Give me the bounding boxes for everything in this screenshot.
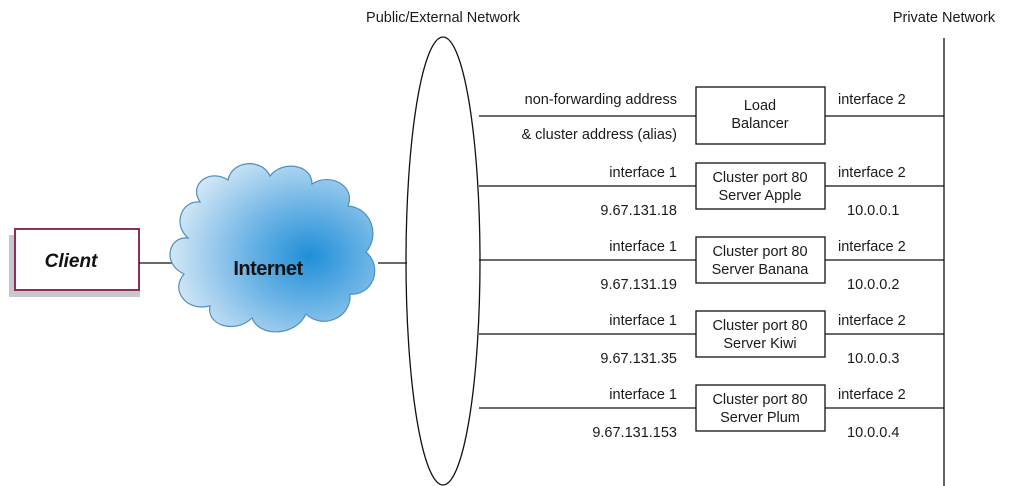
- server-label-line2: Server Banana: [712, 262, 810, 278]
- server-interface2-label: interface 2: [838, 387, 906, 403]
- server-label-line1: Cluster port 80: [712, 318, 807, 334]
- server-box: [695, 310, 826, 358]
- server-public-ip: 9.67.131.18: [600, 203, 677, 219]
- server-label-line1: Cluster port 80: [712, 244, 807, 260]
- internet-cloud: Internet: [169, 163, 376, 333]
- server-row: Cluster port 80 Server Banana interface 1 9…: [479, 236, 944, 293]
- server-label-line1: Cluster port 80: [712, 392, 807, 408]
- server-interface2-label: interface 2: [838, 165, 906, 181]
- cloud-shape: [169, 163, 376, 333]
- client-box: [14, 228, 140, 291]
- server-interface2-label: interface 2: [838, 239, 906, 255]
- server-row: Cluster port 80 Server Apple interface 1 9.…: [479, 162, 944, 219]
- lb-label-line2: Balancer: [731, 116, 788, 132]
- server-private-ip: 10.0.0.1: [847, 203, 899, 219]
- public-network-ellipse: [405, 36, 481, 486]
- client-label: Client: [45, 251, 98, 272]
- server-private-ip: 10.0.0.2: [847, 277, 899, 293]
- server-label-line1: Cluster port 80: [712, 170, 807, 186]
- server-label-line2: Server Kiwi: [723, 336, 796, 352]
- server-row: Cluster port 80 Server Plum interface 1 9.6…: [479, 384, 944, 441]
- server-row: Cluster port 80 Server Kiwi interface 1 9.6…: [479, 310, 944, 367]
- internet-label: Internet: [233, 258, 303, 280]
- client-node: Client: [9, 228, 140, 297]
- server-box: [695, 236, 826, 284]
- server-box: [695, 384, 826, 432]
- lb-label-line1: Load: [744, 98, 776, 114]
- server-public-ip: 9.67.131.35: [600, 351, 677, 367]
- server-interface2-label: interface 2: [838, 313, 906, 329]
- server-label-line2: Server Plum: [720, 410, 800, 426]
- load-balancer-box: [695, 86, 826, 145]
- server-public-ip: 9.67.131.153: [592, 425, 677, 441]
- server-private-ip: 10.0.0.4: [847, 425, 899, 441]
- server-public-ip: 9.67.131.19: [600, 277, 677, 293]
- private-network-label: Private Network: [893, 10, 996, 26]
- server-interface1-label: interface 1: [609, 165, 677, 181]
- public-network-label: Public/External Network: [366, 10, 521, 26]
- server-box: [695, 162, 826, 210]
- server-interface1-label: interface 1: [609, 313, 677, 329]
- server-label-line2: Server Apple: [718, 188, 801, 204]
- server-private-ip: 10.0.0.3: [847, 351, 899, 367]
- server-interface1-label: interface 1: [609, 387, 677, 403]
- lb-right-label-top: interface 2: [838, 92, 906, 108]
- load-balancer-row: Load Balancer non-forwarding address & c…: [479, 86, 944, 145]
- server-interface1-label: interface 1: [609, 239, 677, 255]
- lb-left-label-bottom: & cluster address (alias): [521, 127, 677, 143]
- lb-left-label-top: non-forwarding address: [525, 92, 677, 108]
- server-rows: Cluster port 80 Server Apple interface 1 9.…: [479, 162, 944, 441]
